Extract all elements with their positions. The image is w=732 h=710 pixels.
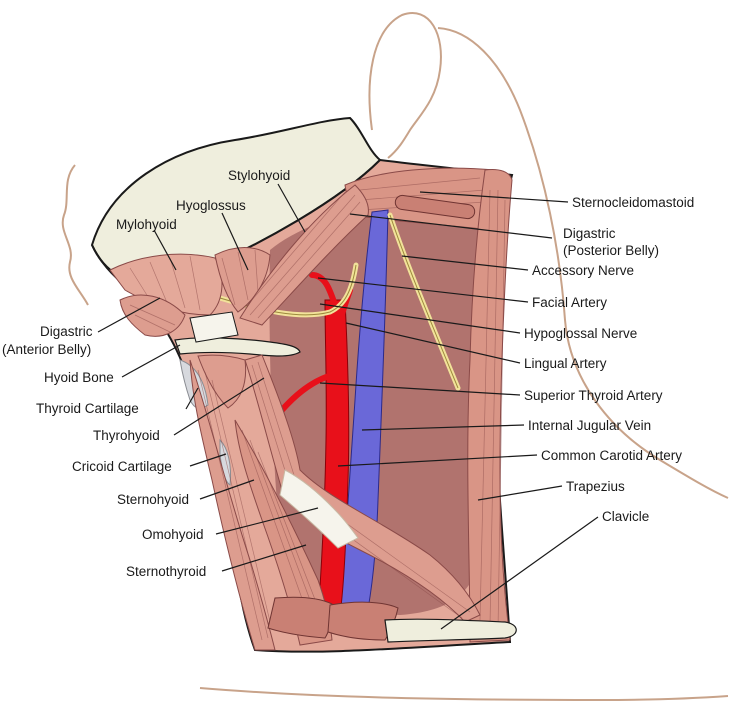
thyrohyoid-muscle	[197, 354, 247, 409]
lingual-artery-leader	[345, 322, 521, 364]
hyoglossus-leader	[221, 212, 249, 271]
label-stylohyoid: Stylohyoid	[228, 168, 290, 183]
omohyoid-leader	[215, 507, 319, 535]
label-common-carotid-artery: Common Carotid Artery	[541, 448, 682, 463]
thyroid-cartilage-leader	[185, 387, 199, 410]
label-mylohyoid: Mylohyoid	[116, 217, 177, 232]
digastric-posterior-leader	[349, 213, 553, 239]
label-internal-jugular-vein: Internal Jugular Vein	[528, 418, 651, 433]
label-superior-thyroid-artery: Superior Thyroid Artery	[524, 388, 663, 403]
ear-outline	[368, 12, 442, 159]
label-thyrohyoid: Thyrohyoid	[93, 428, 160, 443]
trapezius-muscle	[467, 169, 513, 643]
label-accessory-nerve: Accessory Nerve	[532, 263, 634, 278]
hypoglossal-nerve-leader	[319, 303, 521, 334]
label-facial-artery: Facial Artery	[532, 295, 607, 310]
label-lingual-artery: Lingual Artery	[524, 356, 607, 371]
sternothyroid-leader	[221, 544, 307, 572]
clavicle-leader	[440, 516, 599, 630]
sternocleidomastoid-leader	[419, 191, 569, 203]
clavicle-bone	[384, 618, 517, 643]
stylohyoid-leader	[277, 183, 306, 233]
label-clavicle: Clavicle	[602, 509, 649, 524]
digastric-anterior-leader	[97, 297, 161, 333]
hyoid-bone-shape	[174, 337, 301, 357]
sternothyroid-muscle	[234, 419, 333, 646]
back-of-neck-outline	[437, 27, 729, 499]
digastric-intermediate-tendon	[189, 311, 239, 343]
sternohyoid-leader	[199, 479, 255, 500]
label-thyroid-cartilage: Thyroid Cartilage	[36, 401, 139, 416]
trapezius-leader	[477, 485, 563, 501]
superior-thyroid-artery-leader	[319, 382, 521, 396]
label-digastric-anterior-line1: Digastric	[40, 324, 93, 339]
mylohyoid-leader	[153, 229, 177, 271]
thyrohyoid-leader	[173, 377, 265, 436]
label-omohyoid: Omohyoid	[142, 527, 204, 542]
label-sternocleidomastoid: Sternocleidomastoid	[572, 195, 694, 210]
label-hypoglossal-nerve: Hypoglossal Nerve	[524, 326, 637, 341]
shoulder-outline	[199, 687, 729, 702]
facial-artery-leader	[317, 277, 529, 303]
digastric-anterior-belly-muscle	[119, 294, 186, 337]
accessory-nerve-leader	[401, 255, 529, 271]
label-digastric-anterior-line2: (Anterior Belly)	[2, 342, 91, 357]
internal-jugular-vein-leader	[361, 424, 525, 431]
label-digastric-posterior-line2: (Posterior Belly)	[563, 243, 659, 258]
cricoid-cartilage-leader	[189, 453, 227, 467]
label-sternothyroid: Sternothyroid	[126, 564, 206, 579]
label-sternohyoid: Sternohyoid	[117, 492, 189, 507]
label-trapezius: Trapezius	[566, 479, 625, 494]
superior-thyroid-artery-vessel	[279, 372, 335, 413]
chin-outline	[61, 164, 89, 306]
label-hyoid-bone: Hyoid Bone	[44, 370, 114, 385]
label-digastric-posterior-line1: Digastric	[563, 226, 616, 241]
omohyoid-intermediate-tendon	[279, 469, 359, 549]
label-cricoid-cartilage: Cricoid Cartilage	[72, 459, 172, 474]
common-carotid-artery-leader	[337, 454, 538, 467]
hyoid-bone-leader	[121, 344, 181, 378]
label-hyoglossus: Hyoglossus	[176, 198, 246, 213]
sternocleidomastoid-cut-end	[394, 194, 476, 220]
facial-artery-vessel	[309, 272, 338, 308]
